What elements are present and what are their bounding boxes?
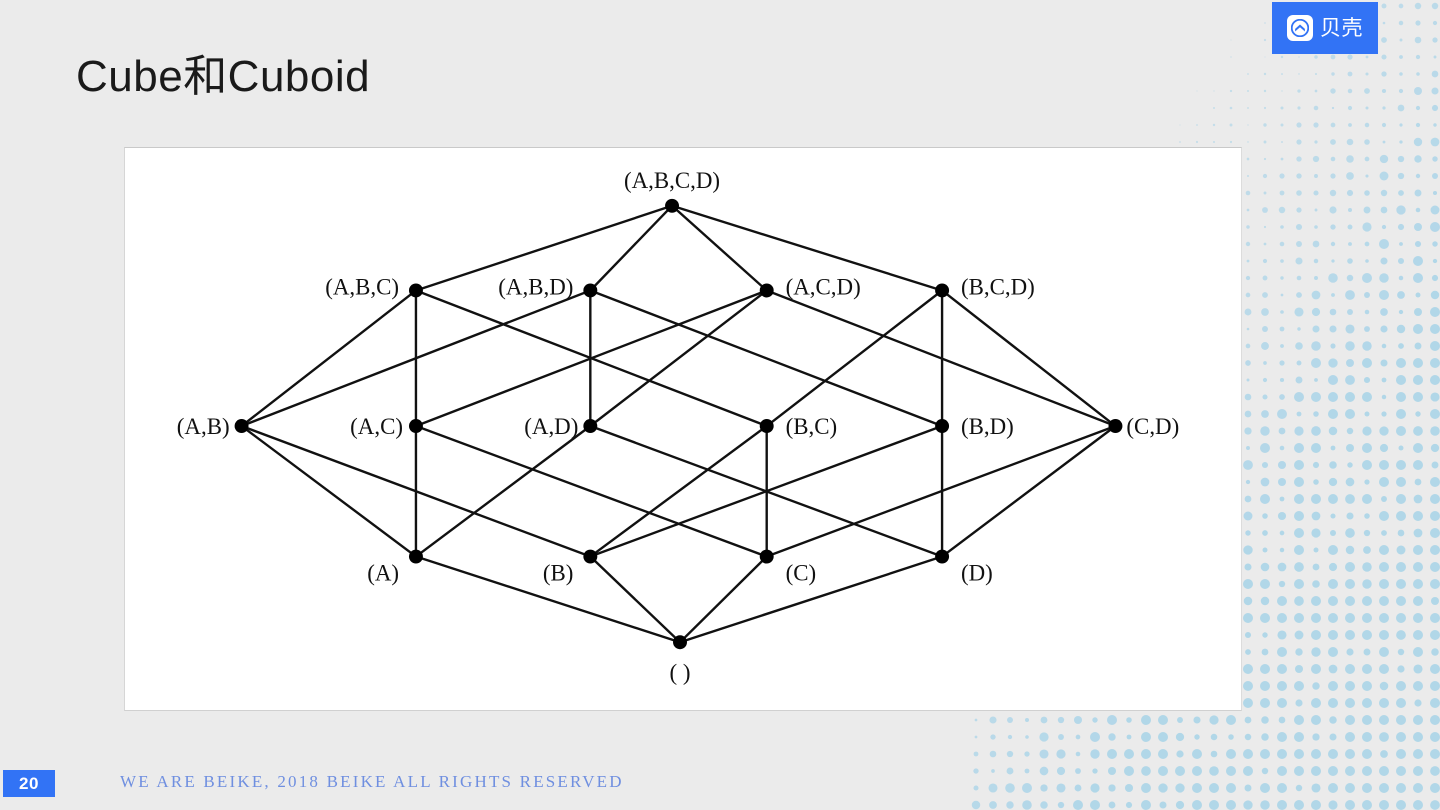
page-number-badge: 20 bbox=[3, 770, 55, 797]
lattice-node-ab bbox=[234, 419, 249, 433]
lattice-svg: (A,B,C,D) (A,B,C) (A,B,D) (A,C,D) (B,C,D) (A,… bbox=[177, 168, 1179, 685]
lattice-node-layer bbox=[234, 198, 1123, 650]
lattice-edge bbox=[589, 424, 943, 558]
brand-logo-text: 贝壳 bbox=[1320, 16, 1363, 40]
lattice-edge-layer bbox=[240, 204, 1117, 644]
lattice-edge bbox=[679, 555, 943, 644]
lattice-edge bbox=[589, 289, 943, 428]
lattice-label-abc: (A,B,C) bbox=[325, 274, 399, 299]
lattice-label-ab: (A,B) bbox=[177, 414, 230, 439]
lattice-edge bbox=[589, 555, 681, 644]
lattice-node-d bbox=[935, 549, 950, 564]
lattice-edge bbox=[589, 425, 768, 558]
lattice-node-a bbox=[408, 549, 423, 564]
lattice-edge bbox=[589, 204, 673, 292]
lattice-node-bcd bbox=[935, 283, 950, 298]
lattice-edge bbox=[415, 289, 768, 428]
lattice-label-abd: (A,B,D) bbox=[498, 274, 573, 299]
lattice-label-a: (A) bbox=[367, 560, 399, 585]
lattice-label-bcd: (B,C,D) bbox=[961, 274, 1035, 299]
lattice-node-ac bbox=[408, 419, 423, 433]
lattice-edge bbox=[415, 555, 681, 644]
lattice-diagram-panel: (A,B,C,D) (A,B,C) (A,B,D) (A,C,D) (B,C,D) (A,… bbox=[124, 147, 1242, 711]
lattice-label-cd: (C,D) bbox=[1126, 414, 1179, 439]
lattice-node-acd bbox=[759, 283, 774, 298]
lattice-node-abd bbox=[583, 283, 598, 298]
lattice-edge bbox=[941, 289, 1117, 427]
lattice-label-acd: (A,C,D) bbox=[786, 274, 861, 299]
lattice-node-b bbox=[583, 549, 598, 564]
lattice-edge bbox=[589, 289, 768, 427]
lattice-edge bbox=[415, 204, 673, 292]
lattice-edge bbox=[671, 204, 943, 292]
lattice-label-bc: (B,C) bbox=[786, 414, 838, 439]
lattice-edge bbox=[241, 289, 591, 428]
lattice-edge bbox=[766, 424, 1116, 558]
lattice-edge bbox=[415, 424, 768, 558]
lattice-node-c bbox=[759, 549, 774, 564]
lattice-label-d: (D) bbox=[961, 560, 993, 585]
lattice-label-none: ( ) bbox=[670, 660, 691, 685]
lattice-label-bd: (B,D) bbox=[961, 414, 1014, 439]
lattice-node-cd bbox=[1108, 419, 1123, 433]
lattice-edge bbox=[765, 289, 943, 427]
lattice-node-ad bbox=[583, 419, 598, 433]
lattice-node-bc bbox=[759, 419, 774, 433]
lattice-label-abcd: (A,B,C,D) bbox=[624, 168, 720, 193]
lattice-label-ac: (A,C) bbox=[350, 414, 403, 439]
lattice-node-abc bbox=[408, 283, 423, 298]
lattice-label-layer: (A,B,C,D) (A,B,C) (A,B,D) (A,C,D) (B,C,D) (A,… bbox=[177, 168, 1179, 685]
lattice-edge bbox=[671, 204, 768, 292]
lattice-label-ad: (A,D) bbox=[524, 414, 578, 439]
lattice-label-c: (C) bbox=[786, 560, 817, 585]
beike-house-icon bbox=[1287, 15, 1313, 41]
lattice-edge bbox=[415, 425, 592, 558]
lattice-node-none bbox=[673, 635, 687, 650]
lattice-edge bbox=[240, 425, 417, 558]
lattice-edge bbox=[941, 425, 1117, 558]
lattice-label-b: (B) bbox=[543, 560, 574, 585]
lattice-node-abcd bbox=[665, 198, 680, 213]
brand-logo: 贝壳 bbox=[1272, 2, 1378, 54]
footer-bar: 20 WE ARE BEIKE, 2018 BEIKE ALL RIGHTS R… bbox=[0, 766, 1440, 810]
lattice-edge bbox=[240, 289, 417, 427]
lattice-edge bbox=[679, 555, 768, 644]
footer-copyright: WE ARE BEIKE, 2018 BEIKE ALL RIGHTS RESE… bbox=[120, 772, 624, 791]
lattice-node-bd bbox=[935, 419, 950, 433]
page-title: Cube和Cuboid bbox=[76, 52, 371, 101]
